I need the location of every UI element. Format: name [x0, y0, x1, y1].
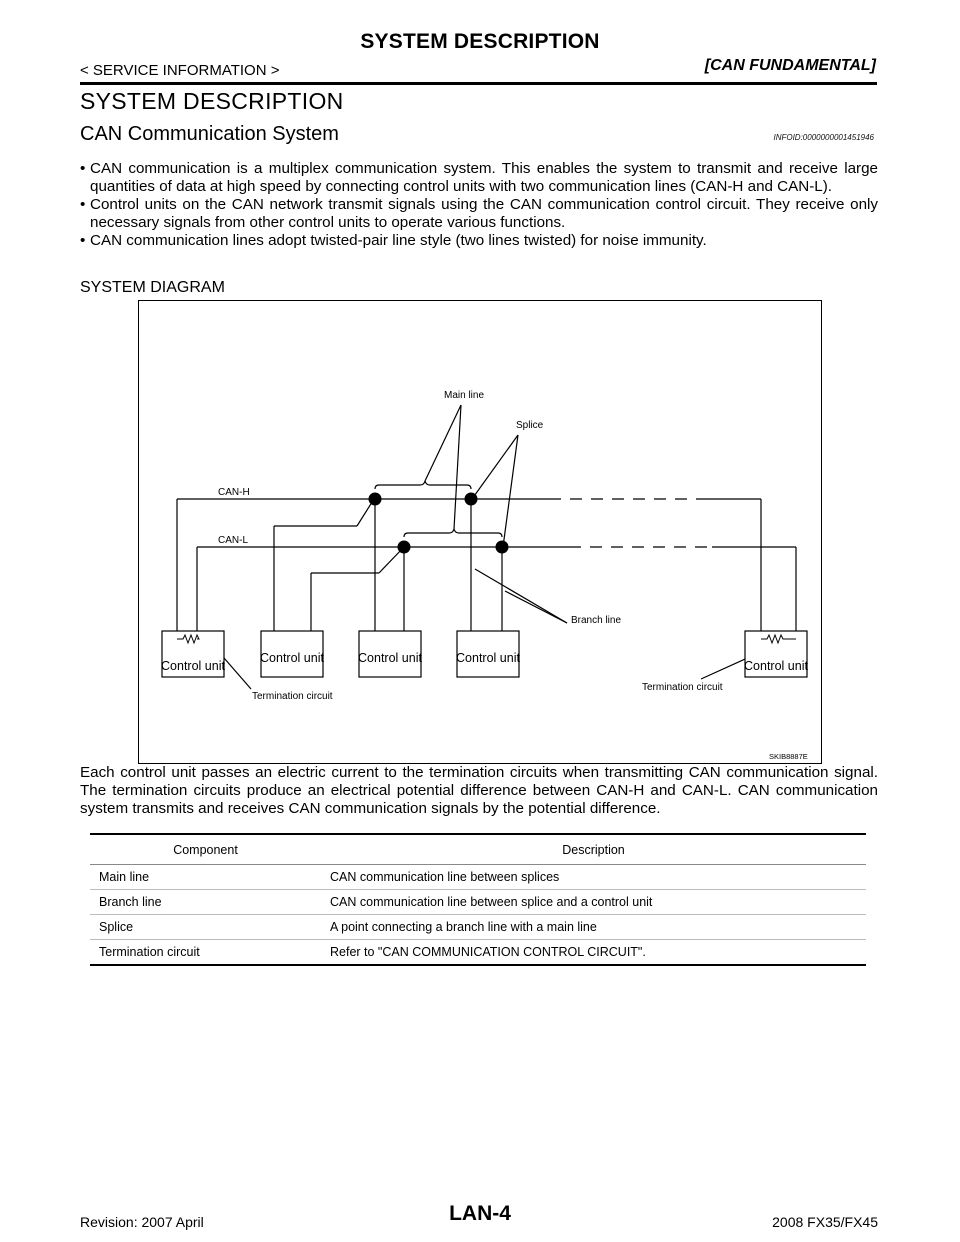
list-item: •CAN communication is a multiplex commun… — [80, 160, 878, 196]
control-unit-label: Control unit — [161, 659, 225, 673]
main-line-label: Main line — [444, 390, 484, 401]
list-item-text: CAN communication lines adopt twisted-pa… — [90, 232, 707, 249]
system-diagram-svg: Main line Splice CAN-H CAN-L Branch line… — [161, 390, 808, 761]
description-paragraph: Each control unit passes an electric cur… — [80, 764, 878, 817]
list-item-text: CAN communication is a multiplex communi… — [90, 160, 878, 195]
termination-circuit-label: Termination circuit — [252, 691, 333, 702]
bullet-icon: • — [80, 160, 86, 177]
splice-dot — [495, 540, 509, 554]
leader-line — [474, 568, 568, 624]
info-id: INFOID:0000000001451946 — [773, 133, 874, 142]
page-header-title: SYSTEM DESCRIPTION — [360, 30, 600, 53]
header-rule — [80, 82, 877, 85]
leader-line — [453, 404, 462, 530]
table-cell: Branch line — [90, 889, 321, 915]
leader-line — [424, 404, 462, 482]
component-table: Component Description Main line CAN comm… — [90, 833, 866, 966]
branch-line-label: Branch line — [571, 615, 621, 626]
diagram-heading: SYSTEM DIAGRAM — [80, 279, 225, 296]
control-unit-label: Control unit — [260, 651, 324, 665]
control-unit-box — [161, 630, 225, 678]
table-cell: Termination circuit — [90, 939, 321, 966]
figure-id: SKIB8887E — [769, 752, 808, 761]
section-heading: SYSTEM DESCRIPTION — [80, 88, 344, 114]
bullet-list: •CAN communication is a multiplex commun… — [80, 160, 878, 250]
table-cell: Main line — [90, 864, 321, 890]
splice-dot — [397, 540, 411, 554]
leader-line — [504, 590, 568, 624]
table-cell: Refer to "CAN COMMUNICATION CONTROL CIRC… — [321, 939, 866, 966]
table-header: Description — [321, 833, 866, 865]
revision-text: Revision: 2007 April — [80, 1214, 204, 1230]
splice-dot — [368, 492, 382, 506]
page-number: LAN-4 — [449, 1202, 511, 1225]
table-header-row: Component Description — [90, 833, 866, 865]
splice-dot — [464, 492, 478, 506]
table-row: Main line CAN communication line between… — [90, 864, 866, 890]
table-row: Termination circuit Refer to "CAN COMMUN… — [90, 939, 866, 966]
bullet-icon: • — [80, 232, 86, 249]
table-cell: A point connecting a branch line with a … — [321, 914, 866, 940]
table-cell: Splice — [90, 914, 321, 940]
model-text: 2008 FX35/FX45 — [772, 1214, 878, 1230]
leader-line — [502, 434, 519, 548]
control-unit-box — [456, 630, 520, 678]
main-line-bracket — [403, 528, 503, 538]
can-l-label: CAN-L — [218, 535, 248, 546]
table-cell: CAN communication line between splices — [321, 864, 866, 890]
control-unit-box — [358, 630, 422, 678]
bullet-icon: • — [80, 196, 86, 213]
termination-circuit-label: Termination circuit — [642, 682, 723, 693]
control-unit-label: Control unit — [456, 651, 520, 665]
table-cell: CAN communication line between splice an… — [321, 889, 866, 915]
breadcrumb: < SERVICE INFORMATION > — [80, 62, 280, 79]
resistor-icon — [177, 633, 200, 645]
resistor-icon — [761, 633, 796, 645]
table-row: Splice A point connecting a branch line … — [90, 914, 866, 940]
list-item-text: Control units on the CAN network transmi… — [90, 196, 878, 231]
splice-label: Splice — [516, 420, 544, 431]
section-tag: [CAN FUNDAMENTAL] — [704, 57, 876, 74]
control-unit-label: Control unit — [358, 651, 422, 665]
list-item: •CAN communication lines adopt twisted-p… — [80, 232, 878, 250]
leader-line — [471, 434, 519, 500]
can-h-label: CAN-H — [218, 487, 250, 498]
table-row: Branch line CAN communication line betwe… — [90, 889, 866, 915]
subsection-heading: CAN Communication System — [80, 123, 339, 145]
list-item: •Control units on the CAN network transm… — [80, 196, 878, 232]
control-unit-label: Control unit — [744, 659, 808, 673]
table-header: Component — [90, 833, 321, 865]
system-diagram: Main line Splice CAN-H CAN-L Branch line… — [138, 300, 822, 764]
control-unit-box — [260, 630, 324, 678]
